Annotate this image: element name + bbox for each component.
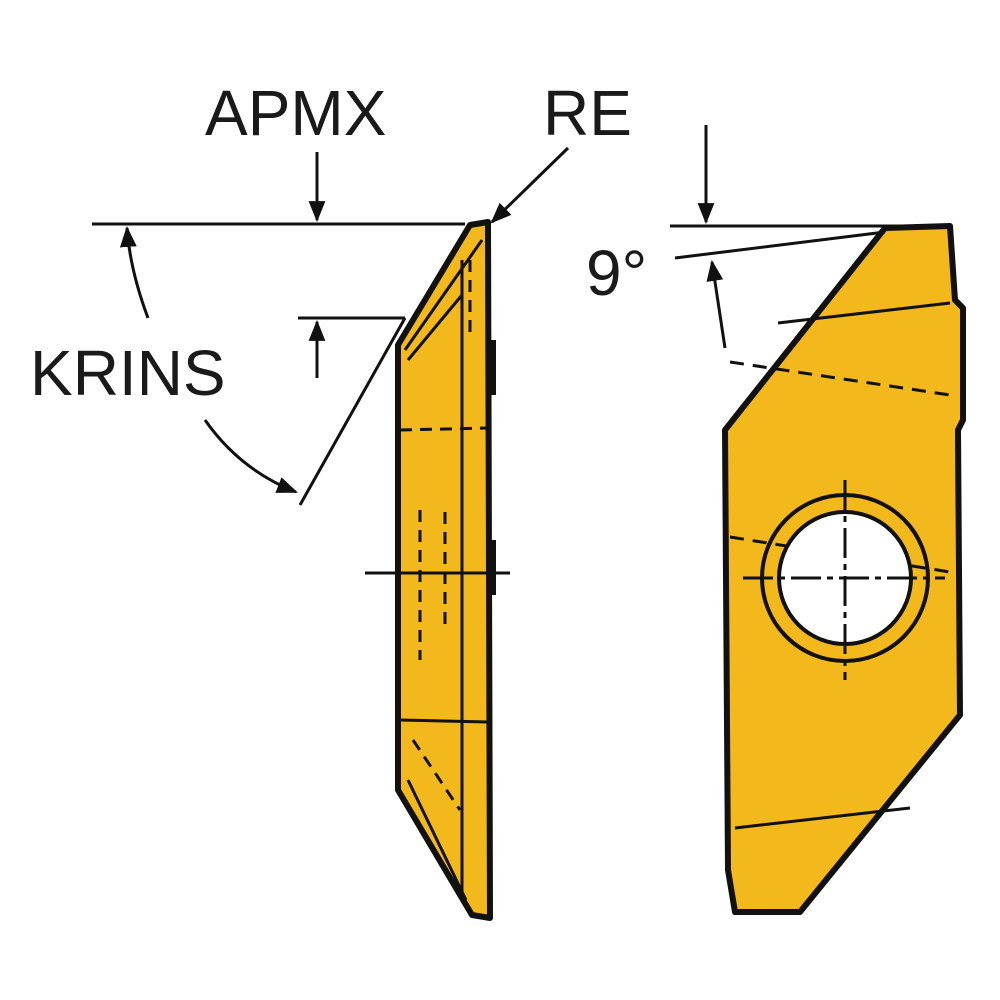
side-view-insert bbox=[365, 219, 510, 921]
apmx-label: APMX bbox=[205, 77, 386, 149]
krins-label: KRINS bbox=[30, 337, 226, 409]
angle-label: 9° bbox=[586, 237, 647, 309]
dimension-lines bbox=[92, 125, 948, 506]
re-label: RE bbox=[543, 77, 632, 149]
top-view-insert bbox=[722, 223, 966, 915]
